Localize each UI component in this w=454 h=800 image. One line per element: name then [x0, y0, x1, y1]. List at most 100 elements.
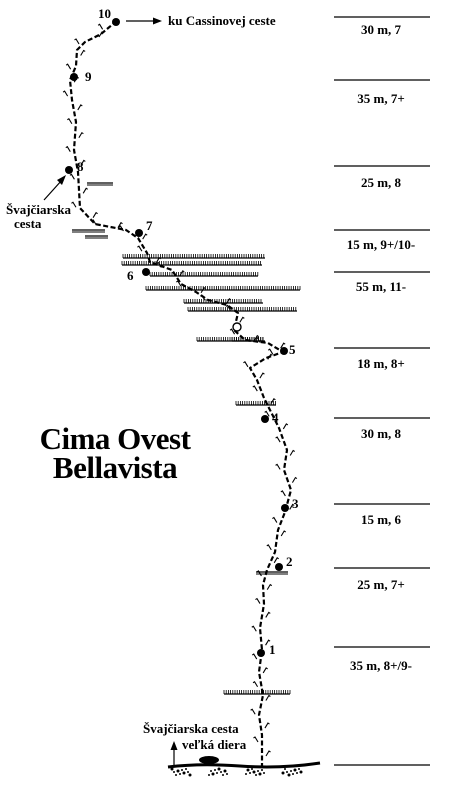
- piton-icon: [137, 245, 143, 252]
- piton-icon: [280, 490, 286, 497]
- pitch-label: 18 m, 8+: [357, 356, 405, 371]
- belay-number: 1: [269, 642, 276, 657]
- piton-icon: [62, 90, 69, 97]
- ledge-hatch: [187, 307, 297, 311]
- belay-dot: [261, 415, 269, 423]
- piton-icon: [200, 294, 206, 301]
- belay-number: 9: [85, 69, 92, 84]
- piton-icon: [265, 694, 271, 701]
- belay-dot: [70, 73, 78, 81]
- pitch-separators: [334, 16, 430, 766]
- pitch-label: 30 m, 7: [360, 22, 402, 37]
- piton-icon: [267, 348, 274, 355]
- piton-icon: [80, 49, 86, 56]
- belay-dot: [135, 229, 143, 237]
- belay-dot: [281, 504, 289, 512]
- piton-icon: [225, 298, 232, 305]
- topo-title-line2: Bellavista: [52, 450, 178, 485]
- belay-number: 2: [286, 554, 293, 569]
- piton-icon: [91, 219, 97, 226]
- rubble-dot: [261, 769, 263, 771]
- piton-icon: [77, 104, 83, 111]
- rubble-dot: [251, 768, 253, 770]
- rubble-dot: [185, 768, 187, 770]
- pitch-label: 30 m, 8: [360, 426, 402, 441]
- rubble-dot: [182, 771, 186, 775]
- piton-icon: [275, 463, 281, 470]
- piton-icon: [266, 583, 273, 590]
- rubble-dot: [296, 772, 298, 774]
- piton-icon: [289, 503, 295, 510]
- belay-dot: [65, 166, 73, 174]
- piton-icon: [252, 680, 259, 688]
- piton-icon: [67, 117, 73, 125]
- arrows: [43, 17, 178, 765]
- swiss-route-label-upper-2: cesta: [14, 216, 42, 231]
- piton-icon: [74, 38, 80, 45]
- belay-dot: [142, 268, 150, 276]
- swiss-route-label-upper: Švajčiarska: [6, 202, 71, 217]
- rubble-dot: [175, 774, 177, 776]
- swiss-upper-arrow-head: [57, 175, 66, 185]
- rubble-dot: [287, 773, 291, 777]
- piton-icon: [142, 233, 148, 240]
- piton-icon: [272, 516, 278, 523]
- rubble-dot: [181, 769, 183, 771]
- rubble-dot: [170, 767, 174, 771]
- pitch-label: 15 m, 6: [360, 512, 402, 527]
- piton-icon: [289, 449, 295, 456]
- piton-icon: [270, 398, 276, 405]
- belay-dot: [257, 649, 265, 657]
- rubble-dot: [258, 772, 262, 776]
- piton-icon: [275, 436, 281, 443]
- pitch-label: 25 m, 8: [360, 175, 402, 190]
- piton-icon: [265, 611, 271, 618]
- piton-icon: [118, 225, 124, 232]
- piton-icon: [253, 334, 260, 341]
- piton-icon: [265, 639, 271, 646]
- pitch-label: 35 m, 8+/9-: [350, 658, 412, 673]
- piton-icon: [98, 31, 104, 38]
- rubble-dot: [298, 768, 300, 770]
- rubble-dot: [211, 772, 215, 776]
- topo-title-line1: Cima Ovest: [39, 421, 191, 456]
- piton-icon: [255, 597, 261, 604]
- rubble-dot: [179, 773, 181, 775]
- piton-icon: [200, 286, 206, 294]
- piton-icon: [78, 131, 84, 139]
- rubble-dot: [292, 773, 294, 775]
- pitch-label: 35 m, 7+: [357, 91, 405, 106]
- big-hole-label: veľká diera: [182, 737, 247, 752]
- rubble-dot: [217, 767, 221, 771]
- rubble-dot: [293, 768, 297, 772]
- pitch-label: 55 m, 11-: [355, 279, 407, 294]
- piton-icon: [264, 410, 270, 417]
- rubble-dot: [263, 772, 265, 774]
- rubble-dot: [257, 770, 259, 772]
- piton-icon: [155, 257, 162, 264]
- rubble-dot: [208, 774, 210, 776]
- ground-rubble: [170, 767, 303, 777]
- rubble-dot: [216, 772, 218, 774]
- belay-number: 10: [98, 6, 111, 21]
- rubble-dot: [284, 768, 286, 770]
- piton-icon: [251, 653, 258, 660]
- rubble-dot: [281, 771, 285, 775]
- belay-dot: [112, 18, 120, 26]
- belay-number: 4: [272, 410, 279, 425]
- pitch-label: 15 m, 9+/10-: [346, 237, 416, 252]
- ground: [167, 756, 321, 777]
- rubble-dot: [299, 770, 303, 774]
- rubble-dot: [220, 771, 222, 773]
- piton-icon: [264, 722, 270, 729]
- belay-dot: [280, 347, 288, 355]
- swiss-lower-arrow-head: [170, 741, 178, 750]
- route-line: [68, 17, 293, 768]
- exit-label: ku Cassinovej ceste: [168, 13, 276, 28]
- piton-icon: [265, 750, 271, 757]
- piton-icon: [65, 145, 71, 152]
- rubble-dot: [222, 774, 224, 776]
- piton-icon: [175, 280, 182, 287]
- piton-icon: [97, 23, 104, 30]
- piton-icon: [156, 261, 162, 268]
